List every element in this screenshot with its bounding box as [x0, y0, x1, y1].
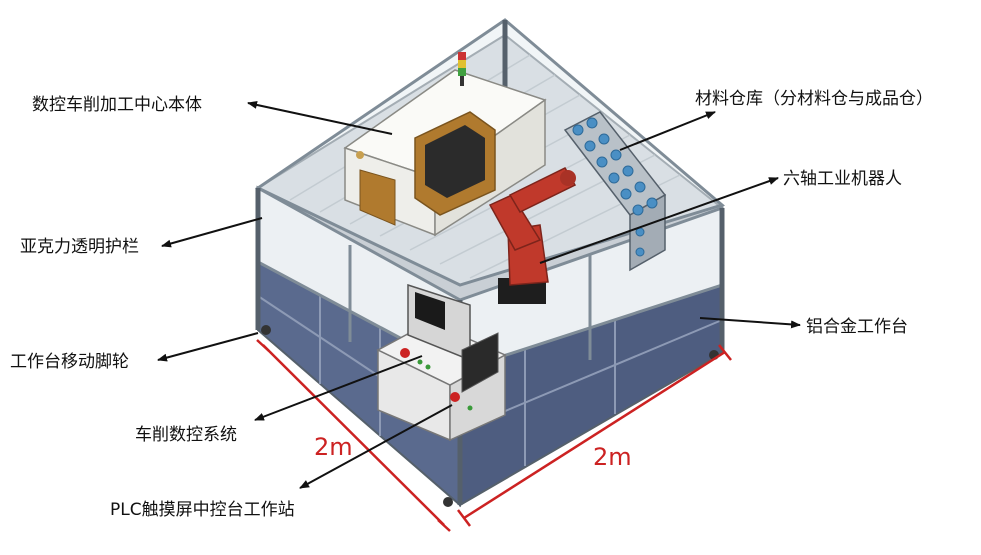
robot-wrist: [560, 170, 576, 186]
arrow-plc-station: [299, 404, 453, 489]
caster-wheel: [443, 497, 453, 507]
cnc-lathe-body: [343, 69, 547, 237]
label-acrylic-fence: 亚克力透明护栏: [20, 237, 139, 257]
material-warehouse: [563, 111, 667, 272]
arrow-casters: [157, 332, 259, 362]
robot-upper-arm: [488, 194, 542, 251]
signal-tower: [458, 52, 466, 86]
arrow-fence: [161, 217, 263, 248]
lathe-window: [425, 125, 485, 198]
arrow-robot: [539, 177, 779, 264]
arrow-cnc-system: [254, 355, 423, 421]
caster-wheel: [261, 325, 271, 335]
emergency-stop-icon: [450, 392, 460, 402]
plc-console: [376, 283, 507, 442]
arrow-warehouse: [619, 111, 716, 151]
label-warehouse: 材料仓库（分材料仓与成品仓）: [695, 89, 933, 109]
label-cnc-body: 数控车削加工中心本体: [32, 95, 202, 115]
lathe-light-icon: [356, 151, 364, 159]
material-bins: [572, 117, 658, 257]
label-cnc-system: 车削数控系统: [135, 425, 237, 445]
dimension-left-label: 2m: [314, 433, 353, 461]
cnc-screen: [415, 292, 445, 330]
label-table: 铝合金工作台: [806, 317, 908, 337]
callout-arrows: [157, 100, 801, 489]
six-axis-robot: [488, 167, 577, 304]
dimension-lines: [256, 339, 732, 532]
indicator-light-icon: [467, 405, 473, 411]
touch-screen: [461, 332, 499, 393]
aluminum-table: [257, 260, 723, 508]
robot-forearm: [508, 167, 577, 213]
label-casters: 工作台移动脚轮: [10, 352, 129, 372]
lathe-door-left: [359, 169, 396, 226]
arrow-table: [699, 317, 801, 329]
indicator-light-icon: [425, 364, 431, 370]
dimension-right-label: 2m: [593, 443, 632, 471]
label-robot: 六轴工业机器人: [783, 169, 902, 189]
indicator-light-icon: [417, 359, 423, 365]
emergency-stop-icon: [400, 348, 410, 358]
arrow-cnc-body: [247, 100, 393, 135]
label-plc-station: PLC触摸屏中控台工作站: [110, 500, 295, 520]
